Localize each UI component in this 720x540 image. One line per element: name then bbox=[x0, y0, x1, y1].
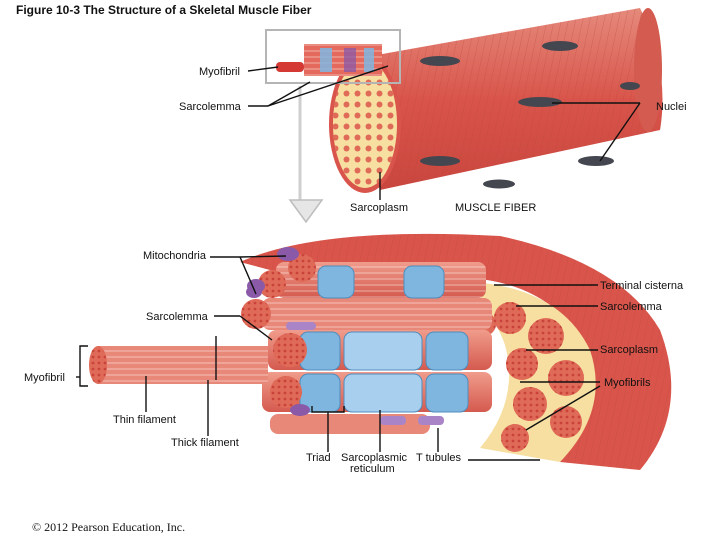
label-thin-filament: Thin filament bbox=[113, 414, 176, 426]
muscle-fiber-cylinder bbox=[360, 8, 663, 190]
label-sarcoplasm-top: Sarcoplasm bbox=[350, 202, 408, 214]
label-thick-filament: Thick filament bbox=[171, 437, 239, 449]
label-sarcolemma-right: Sarcolemma bbox=[600, 301, 663, 313]
label-t-tubules: T tubules bbox=[416, 452, 462, 464]
nucleus bbox=[518, 97, 562, 107]
label-sarcolemma-left: Sarcolemma bbox=[146, 311, 209, 323]
zoom-arrow bbox=[288, 86, 324, 224]
nucleus bbox=[578, 156, 614, 166]
mitochondrion bbox=[290, 404, 310, 416]
nucleus bbox=[420, 56, 460, 66]
label-sarcoplasm-right: Sarcoplasm bbox=[600, 344, 658, 356]
label-sarcolemma-top: Sarcolemma bbox=[179, 101, 242, 113]
label-sarcoplasmic-reticulum-line2: reticulum bbox=[350, 463, 395, 475]
nucleus bbox=[620, 82, 640, 90]
label-mitochondria: Mitochondria bbox=[143, 250, 207, 262]
leader-lines bbox=[76, 65, 641, 461]
myofibril-extended bbox=[89, 346, 268, 384]
nuclei-group bbox=[420, 41, 640, 189]
t-tubules bbox=[286, 322, 444, 425]
label-sarcoplasmic-reticulum-line1: Sarcoplasmic bbox=[341, 452, 408, 464]
myofibril-cross-sections bbox=[472, 302, 584, 452]
figure-title: Figure 10-3 The Structure of a Skeletal … bbox=[16, 3, 312, 17]
label-muscle-fiber: MUSCLE FIBER bbox=[455, 202, 536, 214]
copyright-credit: © 2012 Pearson Education, Inc. bbox=[32, 520, 185, 534]
label-myofibrils-right: Myofibrils bbox=[604, 377, 651, 389]
label-myofibril-left: Myofibril bbox=[24, 372, 65, 384]
fibril-ends bbox=[241, 254, 316, 408]
label-nuclei: Nuclei bbox=[656, 101, 687, 113]
nucleus bbox=[483, 179, 515, 189]
label-triad: Triad bbox=[306, 452, 331, 464]
label-myofibril-top: Myofibril bbox=[199, 66, 240, 78]
fiber-cross-section bbox=[329, 55, 401, 193]
nucleus bbox=[420, 156, 460, 166]
myofibril-block bbox=[270, 414, 430, 434]
zoom-box bbox=[265, 29, 401, 84]
mitochondrion bbox=[246, 286, 262, 298]
nucleus bbox=[542, 41, 578, 51]
detail-section bbox=[240, 233, 672, 470]
myofibril-bundle-top bbox=[276, 44, 382, 76]
mitochondrion bbox=[277, 247, 299, 261]
label-terminal-cisterna: Terminal cisterna bbox=[600, 280, 684, 292]
